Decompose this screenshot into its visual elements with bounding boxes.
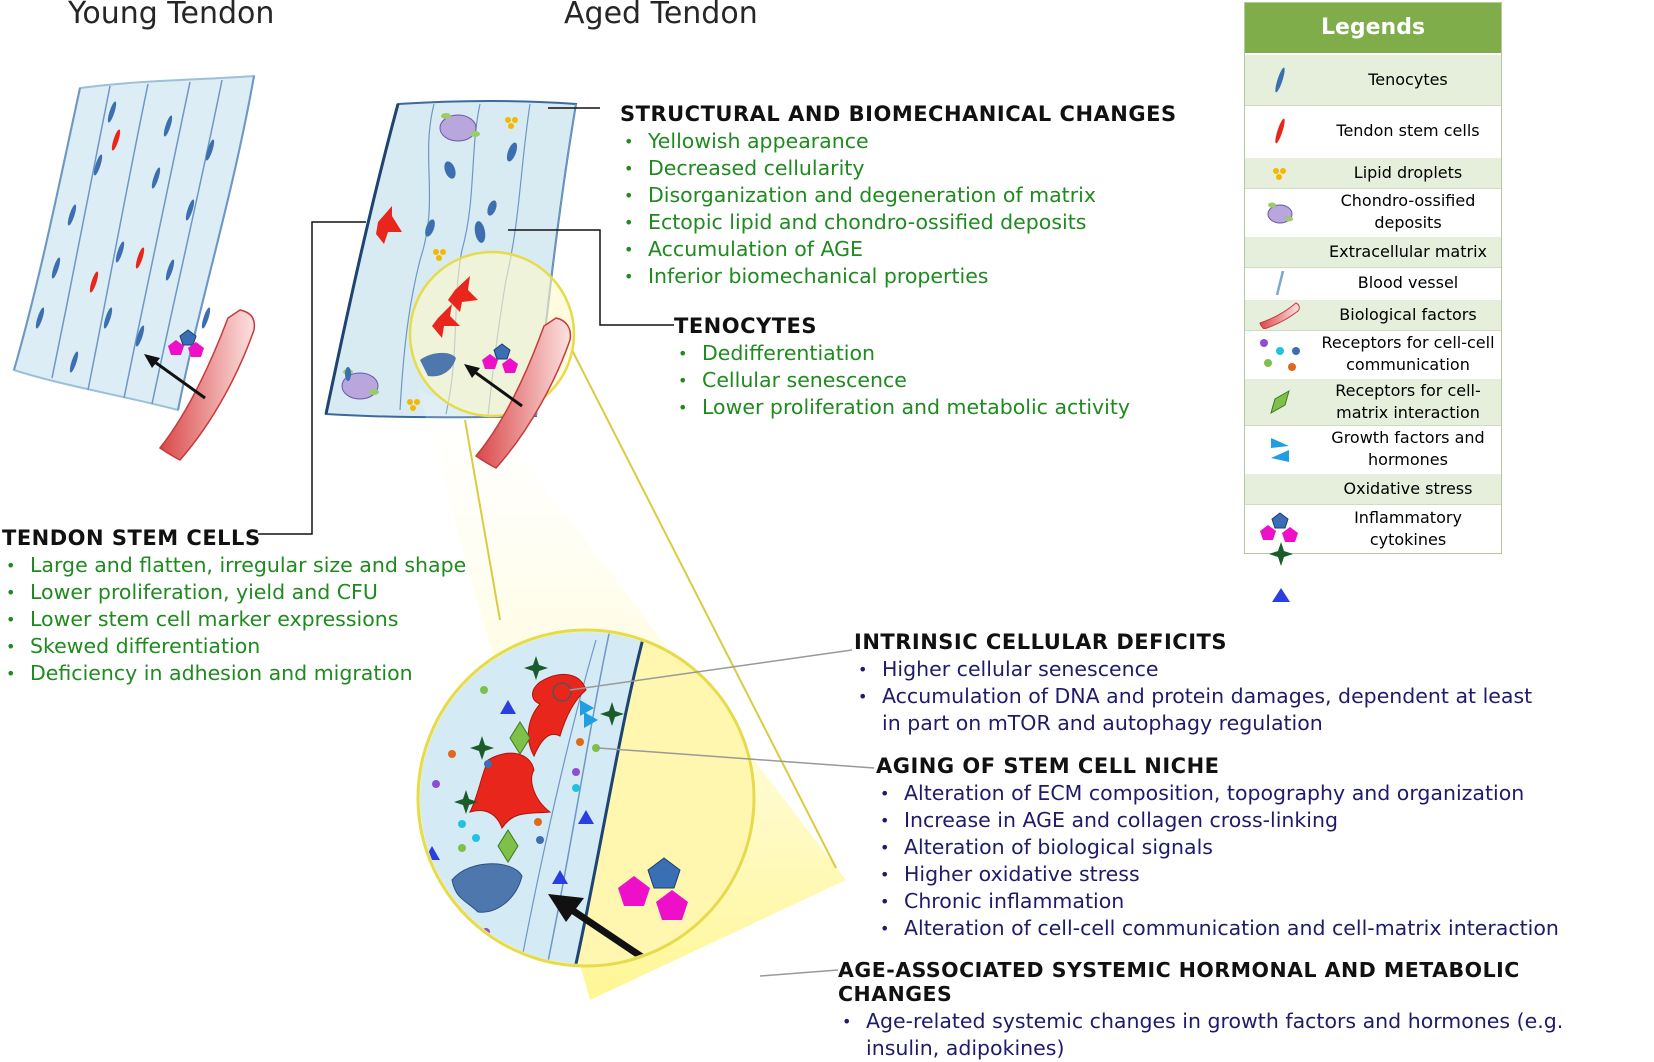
- intrinsic-block: INTRINSIC CELLULAR DEFICITS Higher cellu…: [854, 630, 1554, 737]
- stem-cells-heading: TENDON STEM CELLS: [2, 526, 261, 550]
- stem-cells-block: TENDON STEM CELLS Large and flatten, irr…: [2, 526, 466, 687]
- chondro-deposits-icon: [1245, 199, 1315, 225]
- stem-cells-item: Large and flatten, irregular size and sh…: [2, 552, 466, 579]
- tenocytes-block: TENOCYTES Dedifferentiation Cellular sen…: [674, 314, 1130, 421]
- structural-item: Decreased cellularity: [620, 155, 1177, 182]
- legend-label: Receptors for cell-cell communication: [1321, 333, 1495, 374]
- legend-row: Tendon stem cells: [1245, 105, 1501, 156]
- young-tendon-title: Young Tendon: [68, 0, 275, 31]
- legend-label: Growth factors and hormones: [1331, 428, 1485, 469]
- stem-cell-icon: [1245, 116, 1315, 146]
- legend-label: Tendon stem cells: [1336, 121, 1480, 140]
- niche-item: Alteration of cell-cell communication an…: [876, 915, 1559, 942]
- intrinsic-heading: INTRINSIC CELLULAR DEFICITS: [854, 630, 1227, 654]
- legend-row: Lipid droplets: [1245, 156, 1501, 188]
- intrinsic-item: Higher cellular senescence: [854, 656, 1554, 683]
- triangle-icon: [1272, 588, 1290, 602]
- legend-row: Inflammatory cytokines: [1245, 504, 1501, 553]
- legend-label: Tenocytes: [1368, 70, 1448, 89]
- structural-item: Accumulation of AGE: [620, 236, 1177, 263]
- star-icon: [1269, 542, 1293, 566]
- legend-row: Receptors for cell-matrix interaction: [1245, 377, 1501, 425]
- niche-item: Increase in AGE and collagen cross-linki…: [876, 807, 1559, 834]
- structural-changes-block: STRUCTURAL AND BIOMECHANICAL CHANGES Yel…: [620, 102, 1177, 290]
- niche-block: AGING OF STEM CELL NICHE Alteration of E…: [876, 754, 1559, 942]
- legend-extra-symbols: [1269, 542, 1293, 602]
- legend-row: Chondro-ossified deposits: [1245, 188, 1501, 235]
- structural-item: Ectopic lipid and chondro-ossified depos…: [620, 209, 1177, 236]
- cell-matrix-receptors-icon: [1245, 387, 1315, 417]
- growth-factors-icon: [1245, 434, 1315, 464]
- lipid-droplets-icon: [1245, 165, 1315, 181]
- structural-item: Yellowish appearance: [620, 128, 1177, 155]
- tenocytes-heading: TENOCYTES: [674, 314, 818, 338]
- tendon-illustration: [12, 74, 875, 1000]
- cell-cell-receptors-icon: [1245, 337, 1315, 371]
- legend-row: Receptors for cell-cell communication: [1245, 330, 1501, 377]
- niche-heading: AGING OF STEM CELL NICHE: [876, 754, 1220, 778]
- legend-row: Biological factors: [1245, 298, 1501, 330]
- structural-heading: STRUCTURAL AND BIOMECHANICAL CHANGES: [620, 102, 1177, 126]
- stem-cells-item: Lower stem cell marker expressions: [2, 606, 466, 633]
- legend-label: Biological factors: [1339, 305, 1477, 324]
- legend-label: Blood vessel: [1357, 273, 1459, 292]
- chondro-deposit: [439, 113, 480, 142]
- legend-label: Lipid droplets: [1353, 163, 1463, 182]
- legend-row: Growth factors and hormones: [1245, 425, 1501, 472]
- legend-title: Legends: [1245, 3, 1501, 53]
- structural-item: Inferior biomechanical properties: [620, 263, 1177, 290]
- tenocytes-item: Lower proliferation and metabolic activi…: [674, 394, 1130, 421]
- niche-item: Alteration of biological signals: [876, 834, 1559, 861]
- niche-item: Alteration of ECM composition, topograph…: [876, 780, 1559, 807]
- legend-panel: Legends Tenocytes Tendon stem cells Lipi…: [1244, 2, 1502, 554]
- intrinsic-item: Accumulation of DNA and protein damages,…: [854, 683, 1542, 737]
- stem-cells-item: Lower proliferation, yield and CFU: [2, 579, 466, 606]
- legend-row: Oxidative stress: [1245, 472, 1501, 504]
- legend-label: Receptors for cell-matrix interaction: [1335, 381, 1481, 422]
- biological-factors-icon: [1245, 301, 1315, 329]
- systemic-heading: AGE-ASSOCIATED SYSTEMIC HORMONAL AND MET…: [838, 958, 1520, 1006]
- niche-item: Chronic inflammation: [876, 888, 1559, 915]
- inflammatory-cytokines-icon: [1245, 511, 1315, 547]
- legend-label: Extracellular matrix: [1329, 242, 1487, 261]
- legend-label: Oxidative stress: [1343, 479, 1473, 498]
- niche-item: Higher oxidative stress: [876, 861, 1559, 888]
- systemic-block: AGE-ASSOCIATED SYSTEMIC HORMONAL AND MET…: [838, 958, 1628, 1062]
- stem-cells-item: Deficiency in adhesion and migration: [2, 660, 466, 687]
- blood-vessel-icon: [1245, 269, 1315, 297]
- legend-row: Extracellular matrix: [1245, 235, 1501, 267]
- tenocytes-item: Cellular senescence: [674, 367, 1130, 394]
- young-tendon: [12, 74, 256, 461]
- tenocyte-icon: [1245, 65, 1315, 95]
- structural-item: Disorganization and degeneration of matr…: [620, 182, 1177, 209]
- systemic-item: Age-related systemic changes in growth f…: [838, 1008, 1566, 1062]
- magnified-niche: [416, 628, 756, 968]
- stem-cells-item: Skewed differentiation: [2, 633, 466, 660]
- legend-label: Chondro-ossified deposits: [1340, 191, 1476, 232]
- legend-row: Blood vessel: [1245, 267, 1501, 298]
- legend-row: Tenocytes: [1245, 53, 1501, 105]
- tenocytes-item: Dedifferentiation: [674, 340, 1130, 367]
- legend-label: Inflammatory cytokines: [1354, 508, 1462, 549]
- aged-tendon-title: Aged Tendon: [564, 0, 758, 31]
